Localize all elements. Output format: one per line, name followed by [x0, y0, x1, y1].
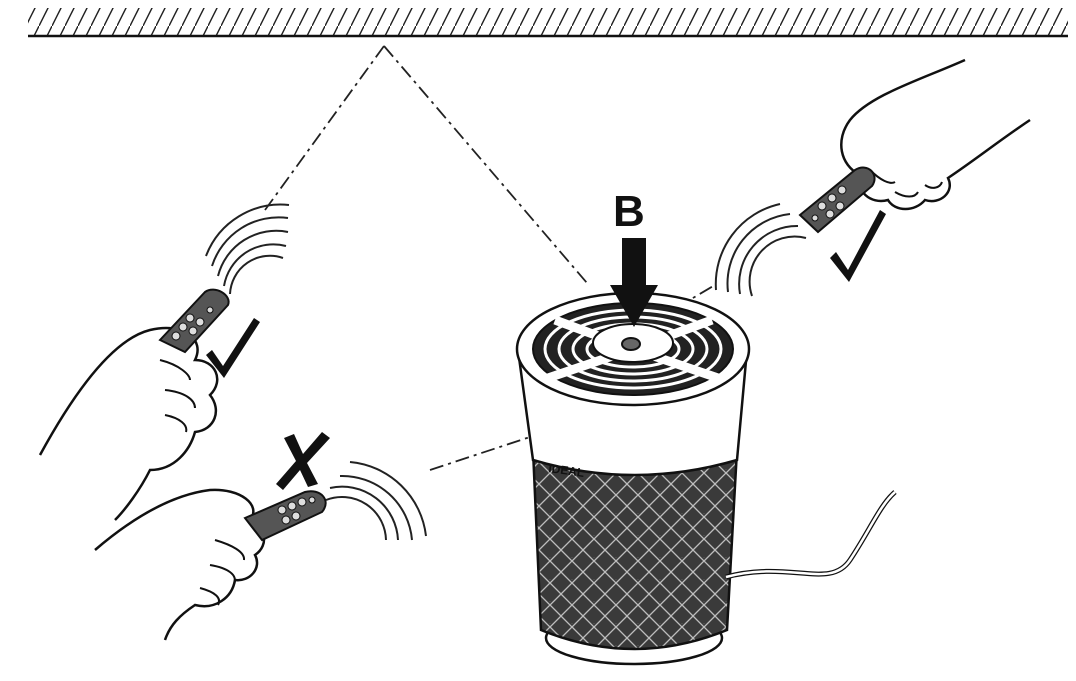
air-purifier: IDEAL	[515, 291, 897, 666]
signal-waves-left-upper	[205, 203, 290, 295]
ir-receiver-sensor	[621, 337, 641, 351]
hand-left-upper	[38, 326, 219, 521]
check-mark-icon-right	[830, 210, 886, 282]
hand-remote-left-upper	[38, 288, 230, 521]
reflection-line-outgoing	[383, 45, 588, 284]
purifier-mesh-body	[531, 448, 739, 651]
ceiling	[28, 8, 1068, 38]
hand-right	[840, 58, 1031, 211]
remote-left-upper	[158, 288, 230, 354]
cross-mark-icon-left	[276, 432, 330, 490]
signal-waves-right	[714, 203, 807, 297]
blocked-line-lower	[429, 436, 531, 471]
check-mark-icon-left	[206, 318, 260, 378]
hand-left-lower	[94, 488, 266, 641]
reflection-line-incoming	[264, 45, 385, 211]
signal-waves-left-lower	[325, 461, 427, 541]
direct-line-right	[629, 284, 716, 336]
hand-remote-right	[798, 58, 1031, 234]
power-cord	[725, 490, 897, 580]
arrow-down-icon	[610, 238, 658, 327]
sensor-callout: B	[610, 187, 658, 327]
signal-path-lines	[264, 45, 716, 471]
label-b: B	[613, 187, 645, 236]
brand-label: IDEAL	[548, 461, 586, 480]
hand-remote-left-lower	[94, 488, 327, 641]
remote-right	[798, 166, 876, 234]
